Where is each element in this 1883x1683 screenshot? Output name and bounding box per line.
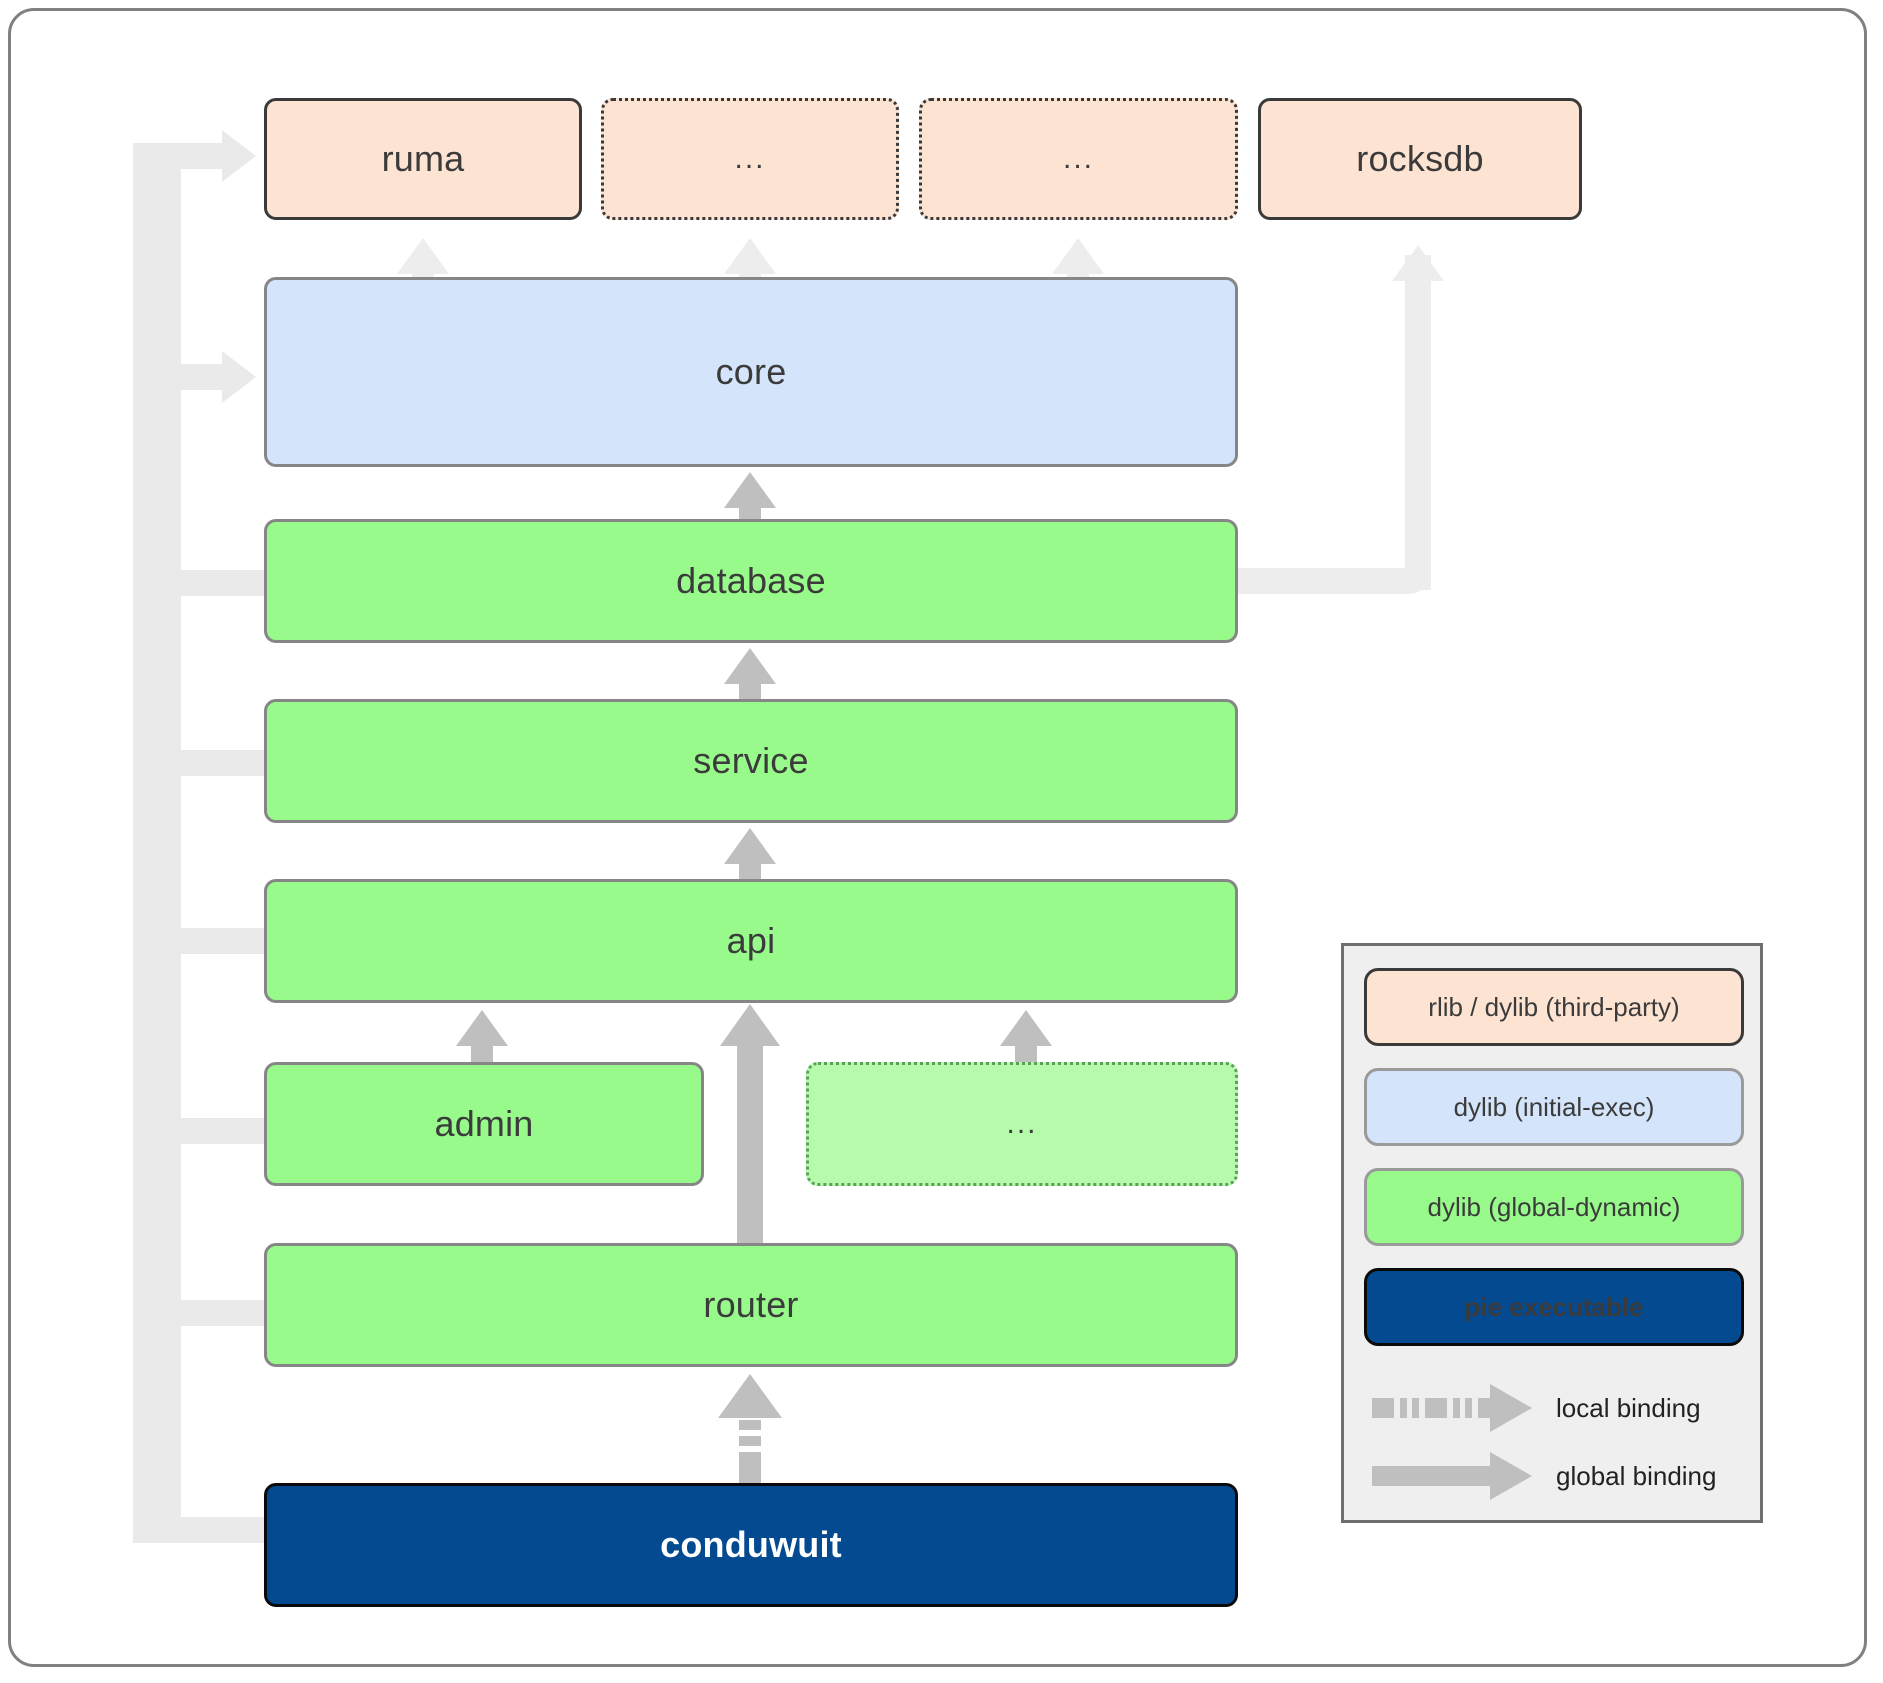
legend-panel: rlib / dylib (third-party) dylib (initia…: [1341, 943, 1763, 1523]
arrow-core-to-ext2: [1052, 238, 1104, 296]
node-rocksdb-label: rocksdb: [1356, 138, 1484, 179]
bus-branch-admin: [155, 1118, 270, 1144]
arrow-service-to-database: [724, 648, 776, 708]
node-admin[interactable]: admin: [264, 1062, 704, 1186]
legend-label-global-dynamic: dylib (global-dynamic): [1427, 1191, 1681, 1222]
node-more-label: ...: [1006, 1107, 1038, 1140]
node-database[interactable]: database: [264, 519, 1238, 643]
node-conduwuit-label: conduwuit: [660, 1524, 842, 1565]
legend-label-initial-exec: dylib (initial-exec): [1453, 1091, 1655, 1122]
line-database-to-rocksdb-horizontal: [1236, 568, 1426, 594]
arrow-database-to-core: [724, 472, 776, 528]
arrow-admin-to-api: [456, 1010, 508, 1074]
node-ruma-label: ruma: [381, 138, 465, 179]
node-router-label: router: [703, 1284, 799, 1325]
arrow-api-to-service: [724, 828, 776, 888]
bus-branch-ruma: [133, 143, 238, 169]
node-admin-label: admin: [434, 1103, 534, 1144]
legend-label-global-binding: global binding: [1556, 1460, 1717, 1491]
line-database-to-rocksdb-vertical: [1405, 255, 1431, 590]
bus-branch-api: [155, 928, 270, 954]
bus-conduwuit-feed: [133, 1517, 273, 1543]
bus-branch-router: [155, 1300, 270, 1326]
node-rocksdb[interactable]: rocksdb: [1258, 98, 1582, 220]
legend-label-third-party: rlib / dylib (third-party): [1428, 991, 1680, 1022]
legend-row-local-binding: local binding: [1344, 1378, 1760, 1438]
legend-row-global-binding: global binding: [1344, 1446, 1760, 1506]
node-conduwuit[interactable]: conduwuit: [264, 1483, 1238, 1607]
node-router[interactable]: router: [264, 1243, 1238, 1367]
dashed-arrow-icon: [1372, 1384, 1532, 1432]
arrow-core-to-ext1: [724, 238, 776, 296]
arrow-conduwuit-to-router-local: [718, 1374, 782, 1484]
node-core[interactable]: core: [264, 277, 1238, 467]
node-ext1-label: ...: [734, 142, 766, 175]
arrow-more-to-api: [1000, 1010, 1052, 1074]
node-service-label: service: [693, 740, 809, 781]
arrow-router-to-api: [720, 1004, 780, 1244]
node-more[interactable]: ...: [806, 1062, 1238, 1186]
solid-arrow-icon: [1372, 1452, 1532, 1500]
node-ext1[interactable]: ...: [601, 98, 899, 220]
node-service[interactable]: service: [264, 699, 1238, 823]
node-ext2-label: ...: [1062, 142, 1094, 175]
legend-swatch-global-dynamic: dylib (global-dynamic): [1364, 1168, 1744, 1246]
bus-branch-database: [155, 570, 270, 596]
arrow-database-to-rocksdb: [1392, 245, 1444, 285]
bus-branch-service: [155, 750, 270, 776]
node-core-label: core: [715, 351, 787, 392]
bus-trunk-vertical: [133, 143, 159, 1543]
node-api-label: api: [726, 920, 776, 961]
bus-arrow-ruma: [222, 130, 256, 182]
arrow-core-to-ruma: [397, 238, 449, 296]
legend-swatch-initial-exec: dylib (initial-exec): [1364, 1068, 1744, 1146]
legend-label-pie-executable: pie executable: [1464, 1291, 1644, 1322]
node-ext2[interactable]: ...: [919, 98, 1238, 220]
node-ruma[interactable]: ruma: [264, 98, 582, 220]
legend-label-local-binding: local binding: [1556, 1392, 1701, 1423]
legend-swatch-third-party: rlib / dylib (third-party): [1364, 968, 1744, 1046]
legend-swatch-pie-executable: pie executable: [1364, 1268, 1744, 1346]
node-api[interactable]: api: [264, 879, 1238, 1003]
bus-arrow-core: [222, 351, 256, 403]
node-database-label: database: [676, 560, 826, 601]
